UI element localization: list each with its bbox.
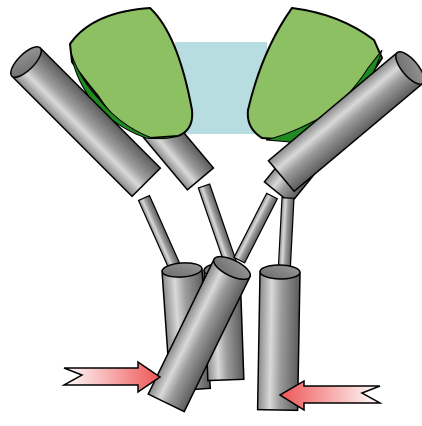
rod-left-inner xyxy=(198,184,236,265)
rod-right-outer xyxy=(278,198,294,273)
left-force-arrow xyxy=(64,362,160,392)
rod-right-inner xyxy=(234,193,277,263)
rod-left-outer xyxy=(139,196,182,272)
